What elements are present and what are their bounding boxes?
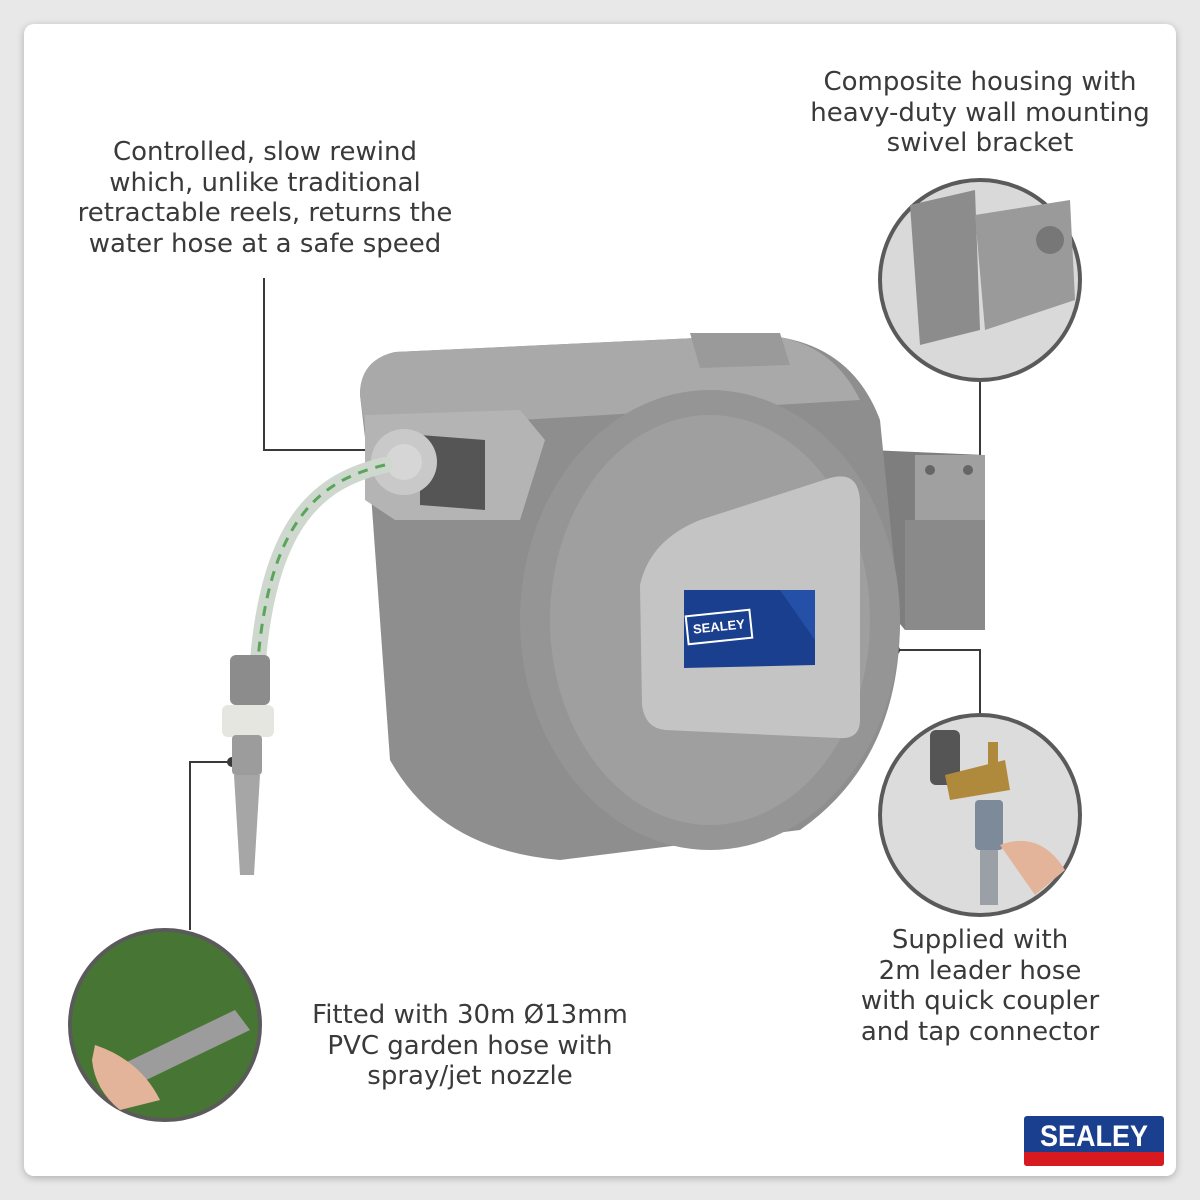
hose-callout: Fitted with 30m Ø13mm PVC garden hose wi… xyxy=(280,1000,660,1092)
wall-bracket xyxy=(870,450,985,630)
housing-callout-line-3: swivel bracket xyxy=(886,128,1074,158)
rewind-callout-line-3: retractable reels, returns the xyxy=(77,198,453,228)
logo-red-stripe xyxy=(1024,1152,1164,1166)
tap-connector-inset-photo xyxy=(878,713,1082,917)
spray-nozzle xyxy=(222,655,274,875)
housing-callout-line-2: heavy-duty wall mounting xyxy=(810,97,1150,128)
leader-callout-line-3: with quick coupler xyxy=(860,986,1100,1016)
housing-callout-line-1: Composite housing with xyxy=(823,67,1137,97)
hose-reel-housing xyxy=(360,333,900,860)
rewind-callout-line-1: Controlled, slow rewind xyxy=(112,137,418,167)
rewind-leader-line xyxy=(263,278,385,451)
hose-callout-line-2: PVC garden hose with xyxy=(327,1030,613,1061)
leader-callout-line-2: 2m leader hose xyxy=(878,955,1082,986)
leader-callout-line-4: and tap connector xyxy=(860,1016,1100,1047)
nozzle-inset-photo xyxy=(68,928,262,1122)
callout-leader-lines xyxy=(189,278,981,930)
logo-text: SEALEY xyxy=(1039,1120,1149,1153)
sealey-logo: SEALEY xyxy=(1024,1116,1164,1166)
leader-hose-callout: Supplied with 2m leader hose with quick … xyxy=(810,925,1150,1047)
hose-callout-line-3: spray/jet nozzle xyxy=(367,1061,573,1091)
housing-callout: Composite housing with heavy-duty wall m… xyxy=(780,67,1180,159)
leader-hose-leader-line xyxy=(895,649,981,720)
rewind-callout-line-2: which, unlike traditional xyxy=(109,167,421,198)
rewind-callout: Controlled, slow rewind which, unlike tr… xyxy=(40,137,490,259)
hose-callout-line-1: Fitted with 30m Ø13mm xyxy=(312,1000,628,1030)
rewind-callout-line-4: water hose at a safe speed xyxy=(88,228,442,259)
product-badge-text: SEALEY xyxy=(692,616,746,637)
bracket-inset-photo xyxy=(878,178,1082,382)
leader-callout-line-1: Supplied with xyxy=(891,925,1069,955)
nozzle-leader-line xyxy=(189,761,232,930)
